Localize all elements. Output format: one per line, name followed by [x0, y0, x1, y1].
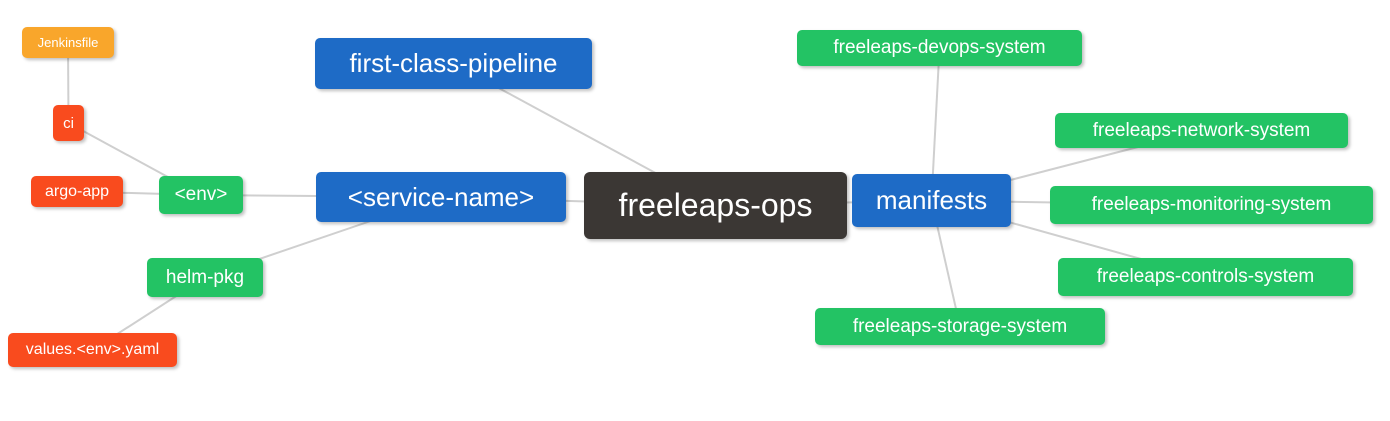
node-freeleaps-controls-system[interactable]: freeleaps-controls-system [1058, 258, 1353, 296]
node-jenkinsfile[interactable]: Jenkinsfile [22, 27, 114, 58]
node-freeleaps-storage-system[interactable]: freeleaps-storage-system [815, 308, 1105, 345]
node-manifests[interactable]: manifests [852, 174, 1011, 227]
node-env[interactable]: <env> [159, 176, 243, 214]
node-service-name[interactable]: <service-name> [316, 172, 566, 222]
node-freeleaps-devops-system[interactable]: freeleaps-devops-system [797, 30, 1082, 66]
node-freeleaps-ops-root[interactable]: freeleaps-ops [584, 172, 847, 239]
node-helm-pkg[interactable]: helm-pkg [147, 258, 263, 297]
node-freeleaps-monitoring-system[interactable]: freeleaps-monitoring-system [1050, 186, 1373, 224]
node-first-class-pipeline[interactable]: first-class-pipeline [315, 38, 592, 89]
node-argo-app[interactable]: argo-app [31, 176, 123, 207]
node-values-env-yaml[interactable]: values.<env>.yaml [8, 333, 177, 367]
node-freeleaps-network-system[interactable]: freeleaps-network-system [1055, 113, 1348, 148]
node-ci[interactable]: ci [53, 105, 84, 141]
